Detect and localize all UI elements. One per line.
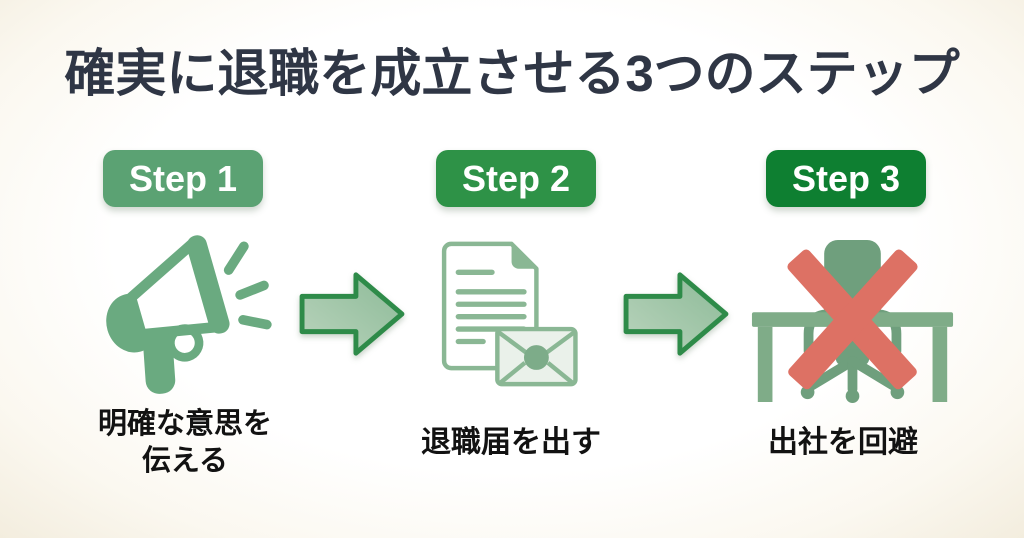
crossed-out-desk-icon <box>750 232 955 408</box>
step-3-badge: Step 3 <box>766 150 926 207</box>
page-title: 確実に退職を成立させる3つのステップ <box>64 45 960 102</box>
step-1-caption: 明確な意思を 伝える <box>97 408 272 478</box>
step-2-badge: Step 2 <box>436 150 596 207</box>
megaphone-icon <box>82 230 274 402</box>
arrow-right-icon <box>622 267 730 361</box>
step-1-badge: Step 1 <box>103 150 263 207</box>
arrow-right-icon <box>298 267 406 361</box>
step-3-caption: 出社を回避 <box>768 426 918 459</box>
envelope-part <box>495 326 578 387</box>
step-2-caption: 退職届を出す <box>421 426 601 459</box>
document-envelope-icon <box>437 234 579 394</box>
cross-mark-part <box>787 249 918 390</box>
